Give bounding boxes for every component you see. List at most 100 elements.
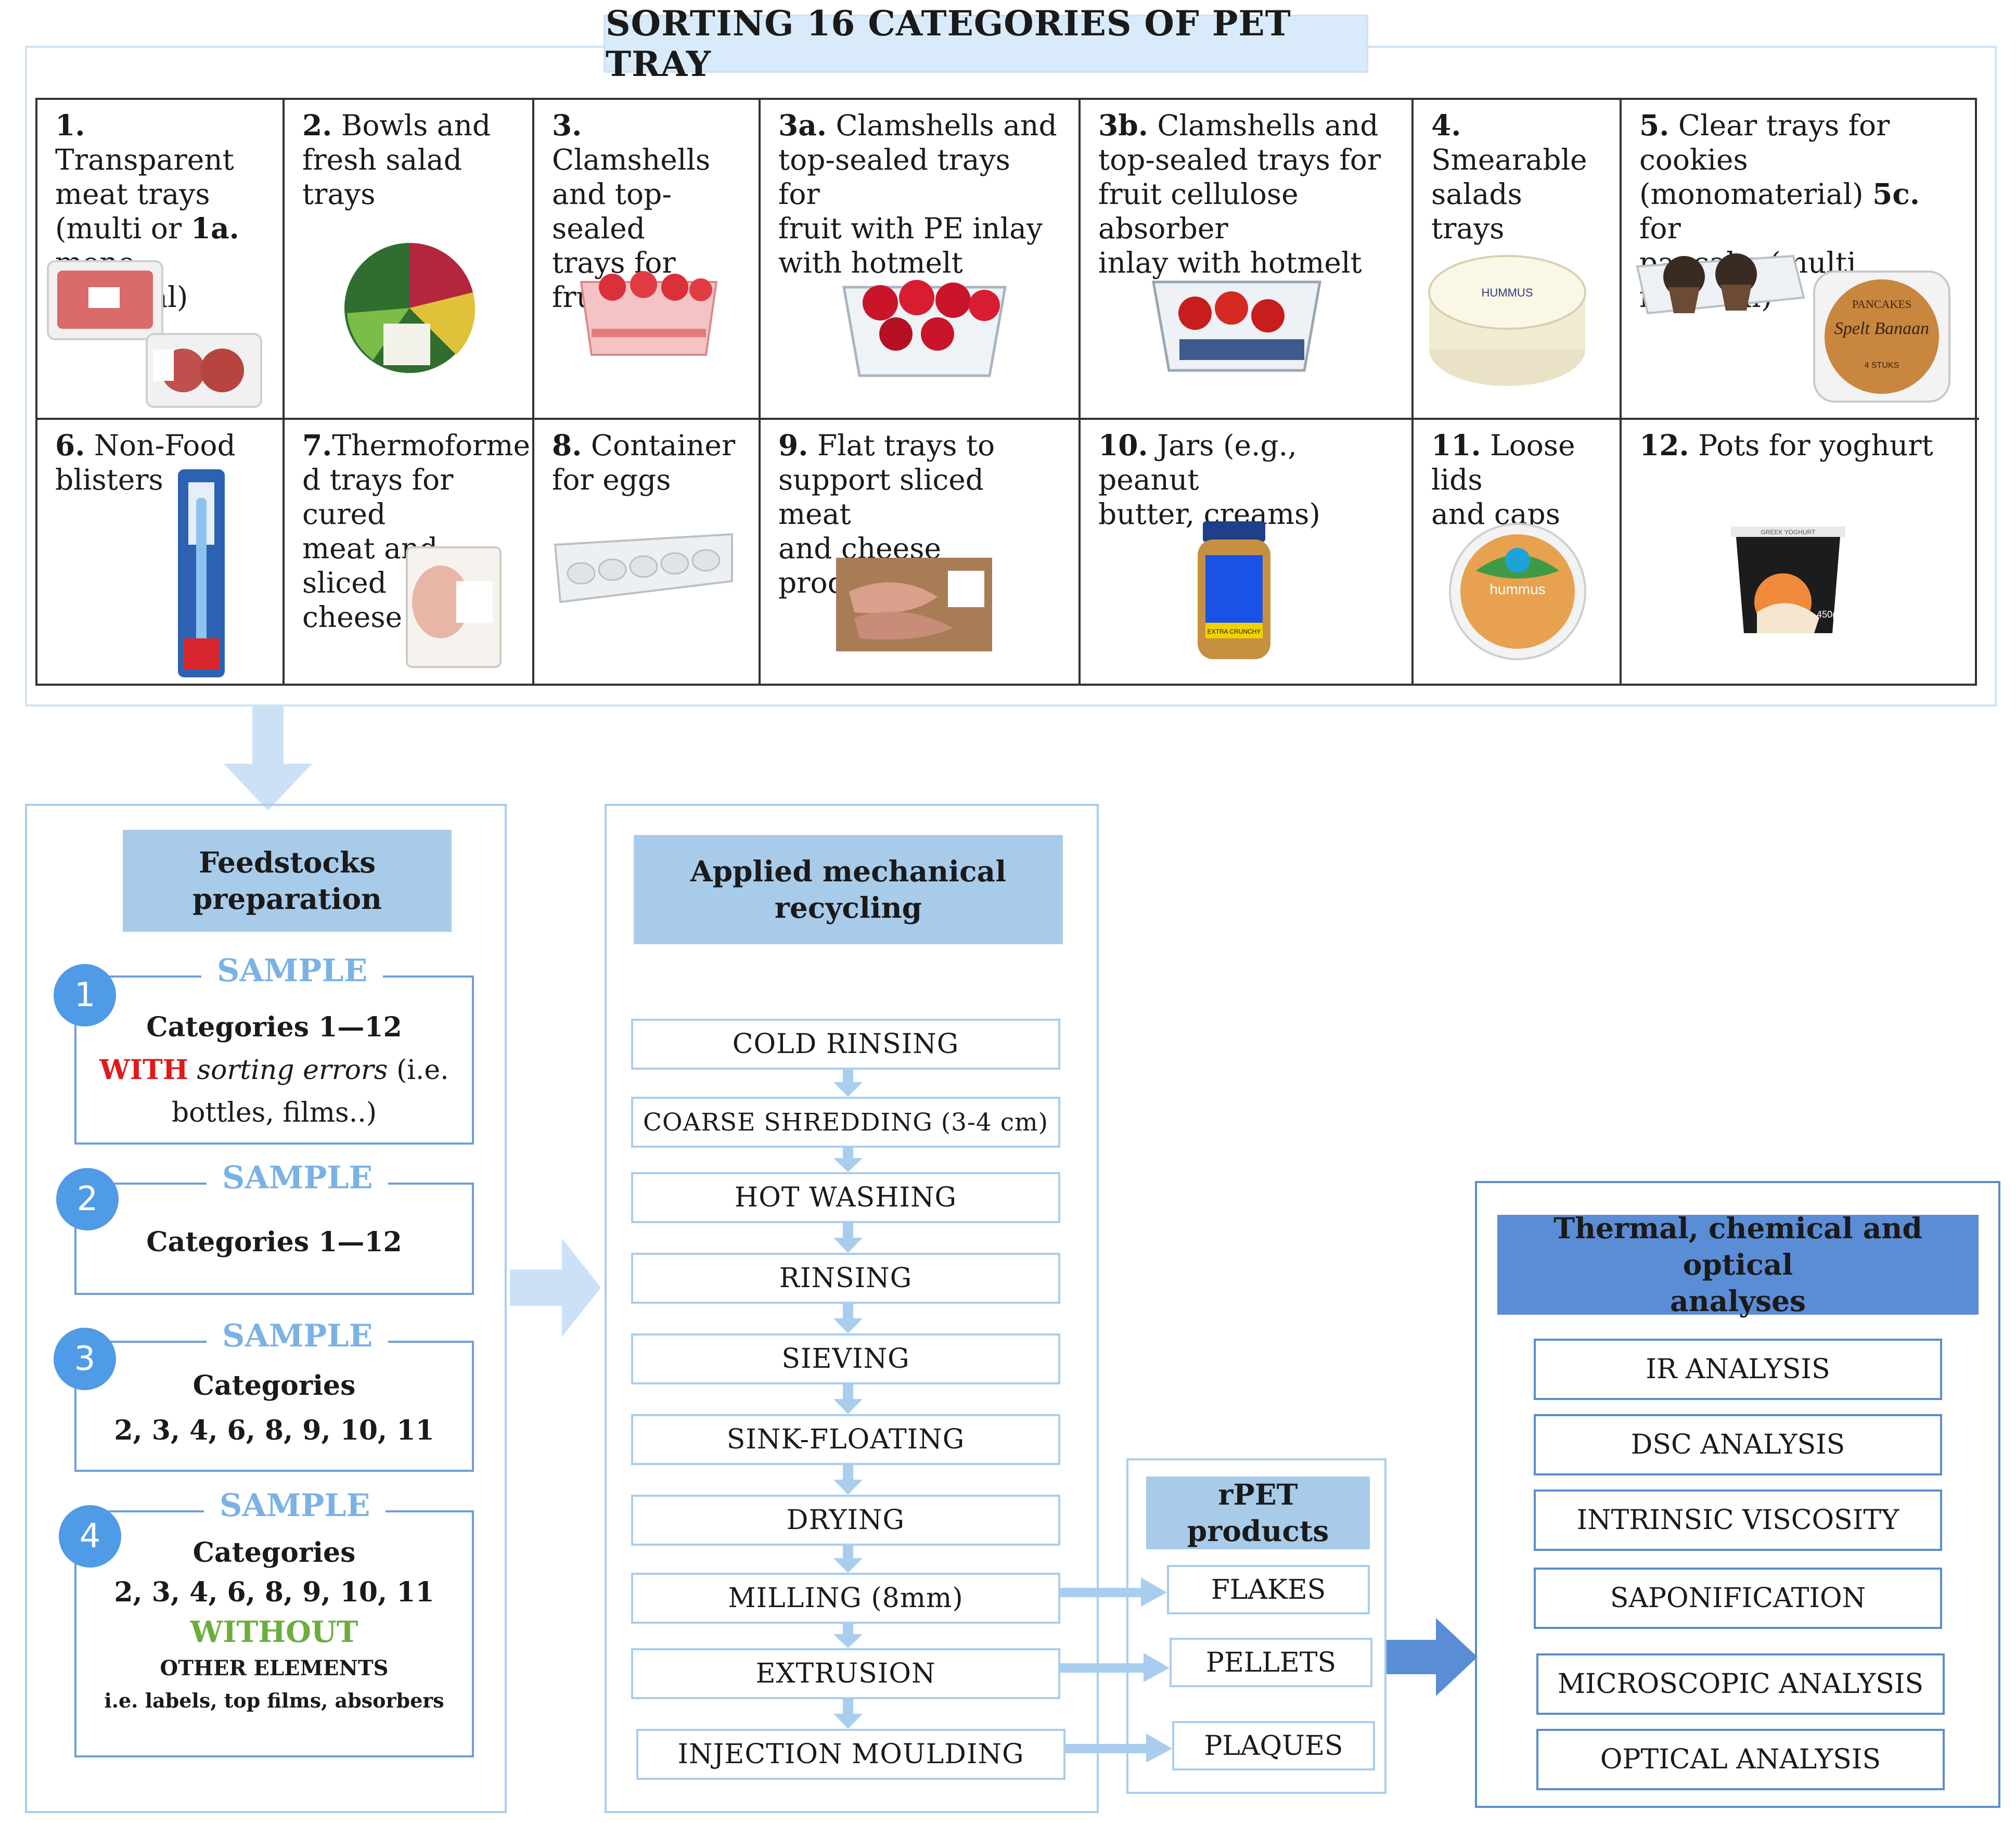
step-milling: MILLING (8mm): [631, 1573, 1060, 1624]
arrow-to-plaques: [1065, 1734, 1172, 1763]
sample-2-categories: Categories 1—12: [146, 1226, 402, 1258]
product-pellets: PELLETS: [1170, 1638, 1372, 1687]
sample-4-categories: 2, 3, 4, 6, 8, 9, 10, 11: [114, 1576, 434, 1608]
sample-body-1: Categories 1—1​2 WITH sorting errors (i.…: [76, 1006, 472, 1134]
product-plaques: PLAQUES: [1172, 1721, 1375, 1770]
recycling-heading: Applied mechanical recycling: [634, 835, 1063, 944]
step-arrow-1: [833, 1070, 863, 1097]
category-text-6: 6. Non-Food blisters: [55, 428, 236, 496]
step-injection-moulding: INJECTION MOULDING: [636, 1729, 1065, 1780]
step-sink-floating: SINK-FLOATING: [631, 1414, 1060, 1465]
step-hot-washing: HOT WASHING: [631, 1172, 1060, 1223]
pancake-top-text: PANCAKES: [1852, 298, 1911, 311]
arrow-to-analyses: [1386, 1618, 1478, 1696]
sample-1-examples: bottles, films..): [171, 1097, 377, 1128]
sample-4-other-elements: OTHER ELEMENTS: [160, 1656, 389, 1680]
sample-4-categories-label: Categories: [192, 1537, 356, 1569]
peanut-label-text: EXTRA CRUNCHY: [1208, 628, 1261, 635]
category-text-10: 10. Jars (e.g., peanut butter, creams): [1098, 428, 1320, 531]
sample-title-3: SAMPLE: [207, 1318, 389, 1354]
feedstocks-heading: Feedstocks preparation: [123, 830, 452, 932]
meat-trays-image: [47, 260, 262, 408]
strawberry-tray-image: [842, 280, 1007, 377]
flat-meat-tray-image: [836, 558, 992, 651]
analysis-optical: OPTICAL ANALYSIS: [1536, 1729, 1945, 1790]
yoghurt-weight-text: 450g: [1817, 609, 1838, 620]
egg-container-image: [554, 533, 733, 604]
sample-box-4: SAMPLE Categories 2, 3, 4, 6, 8, 9, 10, …: [74, 1487, 474, 1757]
yoghurt-pot-image: GREEK YOGHURT 450g: [1731, 527, 1845, 633]
sample-title-4: SAMPLE: [204, 1487, 386, 1524]
salad-bowl-image: [344, 242, 476, 373]
arrow-to-pellets: [1060, 1653, 1170, 1682]
products-panel: [1126, 1458, 1386, 1794]
category-text-3b: 3b. Clamshells and top-sealed trays for …: [1098, 108, 1381, 279]
right-arrow-icon: [510, 1238, 601, 1337]
category-cell-3: 3. Clamshells and top-sealed trays for f…: [534, 100, 761, 420]
hummus-tray-image: HUMMUS: [1428, 255, 1586, 386]
sample-title-1: SAMPLE: [201, 953, 383, 989]
peanut-butter-jar-image: EXTRA CRUNCHY: [1198, 521, 1270, 659]
category-cell-3a: 3a. Clamshells and top-sealed trays for …: [761, 100, 1081, 420]
category-cell-10: 10. Jars (e.g., peanut butter, creams) E…: [1081, 420, 1414, 686]
sample-3-categories-label: Categories: [192, 1370, 356, 1402]
sample-3-categories: 2, 3, 4, 6, 8, 9, 10, 11: [114, 1415, 434, 1446]
sample-badge-2: 2: [56, 1168, 119, 1230]
sample-box-1: SAMPLE Categories 1—1​2 WITH sorting err…: [74, 953, 474, 1145]
analysis-microscopic: MICROSCOPIC ANALYSIS: [1536, 1653, 1945, 1715]
recycling-panel: [605, 804, 1099, 1813]
analyses-heading: Thermal, chemical and optical analyses: [1497, 1211, 1979, 1318]
category-text-2: 2. Bowls and fresh salad trays: [302, 108, 491, 211]
step-arrow-8: [833, 1624, 863, 1648]
category-text-3: 3. Clamshells and top-sealed trays for f…: [552, 108, 711, 314]
category-cell-4: 4. Smearable salads trays HUMMUS: [1414, 100, 1622, 420]
step-extrusion: EXTRUSION: [631, 1648, 1060, 1699]
category-cell-12: 12. Pots for yoghurt GREEK YOGHURT 450g: [1622, 420, 1979, 686]
category-cell-11: 11. Loose lids and caps hummus: [1414, 420, 1622, 686]
pancake-name-text: Spelt Banaan: [1834, 319, 1929, 338]
products-heading: rPET products: [1146, 1477, 1370, 1549]
category-cell-7: 7.Thermoforme d trays for cured meat and…: [285, 420, 534, 686]
step-arrow-4: [833, 1304, 863, 1333]
arrow-to-flakes: [1060, 1577, 1167, 1607]
sample-body-3: Categories 2, 3, 4, 6, 8, 9, 10, 11: [76, 1364, 472, 1453]
sample-4-without: WITHOUT: [190, 1615, 358, 1649]
category-text-4: 4. Smearable salads trays: [1431, 108, 1587, 245]
category-cell-5: 5. Clear trays for cookies (monomaterial…: [1622, 100, 1979, 420]
sample-1-errors: WITH sorting errors (i.e.: [99, 1054, 449, 1086]
cookies-pancake-image: PANCAKES Spelt Banaan 4 STUKS: [1636, 253, 1950, 403]
diagram-title: SORTING 16 CATEGORIES OF PET TRAY: [603, 3, 1368, 84]
sample-box-2: SAMPLE Categories 1—12: [74, 1160, 474, 1295]
toothbrush-blister-image: [178, 469, 225, 677]
step-cold-rinsing: COLD RINSING: [631, 1019, 1060, 1070]
hummus-lid-image: hummus: [1449, 523, 1586, 660]
hummus-cap-text: hummus: [1489, 581, 1545, 597]
step-arrow-2: [833, 1148, 863, 1172]
category-cell-9: 9. Flat trays to support sliced meat and…: [761, 420, 1081, 686]
feedstocks-panel: [25, 804, 507, 1813]
step-arrow-7: [833, 1546, 863, 1573]
step-arrow-5: [833, 1384, 863, 1414]
product-flakes: FLAKES: [1167, 1565, 1370, 1614]
analysis-saponification: SAPONIFICATION: [1534, 1568, 1942, 1629]
category-text-8: 8. Container for eggs: [552, 428, 736, 496]
sample-body-4: Categories 2, 3, 4, 6, 8, 9, 10, 11 WITH…: [76, 1533, 472, 1716]
step-sieving: SIEVING: [631, 1333, 1060, 1384]
step-coarse-shredding: COARSE SHREDDING (3-4 cm): [631, 1097, 1060, 1148]
down-arrow-icon: [224, 707, 312, 811]
cured-meat-tray-image: [406, 546, 502, 668]
step-rinsing: RINSING: [631, 1253, 1060, 1304]
step-arrow-6: [833, 1465, 863, 1495]
category-cell-2: 2. Bowls and fresh salad trays: [285, 100, 534, 420]
analyses-panel: [1475, 1181, 2000, 1808]
category-text-11: 11. Loose lids and caps: [1431, 428, 1575, 531]
analysis-intrinsic-viscosity: INTRINSIC VISCOSITY: [1534, 1490, 1942, 1551]
yoghurt-brand-text: GREEK YOGHURT: [1761, 529, 1816, 536]
step-arrow-9: [833, 1699, 863, 1729]
analysis-ir: IR ANALYSIS: [1534, 1339, 1942, 1400]
category-cell-3b: 3b. Clamshells and top-sealed trays for …: [1081, 100, 1414, 420]
category-text-12: 12. Pots for yoghurt: [1639, 428, 1933, 462]
hummus-lid-text: HUMMUS: [1482, 286, 1533, 299]
sample-box-3: SAMPLE Categories 2, 3, 4, 6, 8, 9, 10, …: [74, 1318, 474, 1472]
sample-badge-1: 1: [54, 964, 116, 1026]
